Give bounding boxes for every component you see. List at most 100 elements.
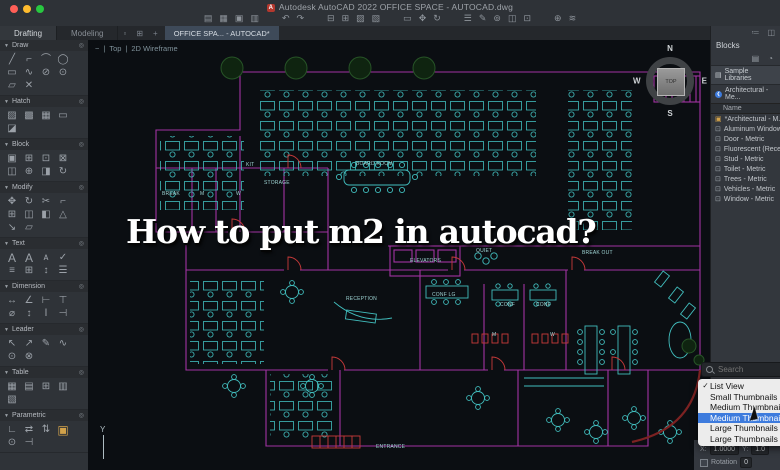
polygon-tool-icon[interactable]: ▱: [8, 80, 16, 91]
rotation-checkbox[interactable]: [700, 458, 708, 467]
collapse-icon[interactable]: ▼: [4, 283, 9, 290]
point-tool-icon[interactable]: ⊙: [58, 67, 68, 78]
rotation-field[interactable]: 0: [740, 457, 752, 468]
edit-block-icon[interactable]: ⊡: [41, 153, 51, 164]
save-icon[interactable]: ▣: [234, 13, 244, 23]
open-file-icon[interactable]: ▦: [219, 13, 228, 23]
diameter-dimension-icon[interactable]: ⌀: [8, 308, 16, 319]
hatch-edit-icon[interactable]: ◪: [7, 123, 17, 134]
block-list-item[interactable]: ⊡ Toilet - Metric: [711, 164, 780, 174]
mirror-tool-icon[interactable]: ◧: [41, 209, 51, 220]
sample-libraries-tab[interactable]: ▤ Sample Libraries: [711, 65, 780, 85]
file-tab-office-space[interactable]: OFFICE SPA... - AUTOCAD*: [164, 26, 279, 40]
trim-tool-icon[interactable]: ✂: [41, 196, 51, 207]
view-selector[interactable]: Top: [109, 44, 122, 53]
blocks-search[interactable]: [701, 362, 780, 377]
ellipse-tool-icon[interactable]: ⊘: [41, 67, 51, 78]
export-table-icon[interactable]: ▧: [7, 394, 17, 405]
lock-icon[interactable]: ▣: [57, 423, 69, 437]
baseline-dimension-icon[interactable]: ⊢: [41, 295, 51, 306]
text-style-icon[interactable]: ᴀ: [43, 252, 49, 263]
properties-icon[interactable]: ☰: [463, 13, 472, 23]
dialog-launcher-icon[interactable]: ◎: [78, 43, 84, 49]
plot-icon[interactable]: ⊞: [341, 13, 350, 23]
scale-tool-icon[interactable]: △: [59, 209, 67, 220]
text-align-icon[interactable]: ≡: [9, 265, 15, 276]
cloud-icon[interactable]: ≋: [568, 13, 577, 23]
viewcube-north[interactable]: N: [667, 44, 673, 53]
copy-tool-icon[interactable]: ◫: [24, 209, 34, 220]
back-icon[interactable]: ❮: [715, 90, 722, 98]
erase-tool-icon[interactable]: ▱: [25, 222, 33, 233]
write-block-icon[interactable]: ⊠: [58, 153, 68, 164]
measure-icon[interactable]: ⊚: [493, 13, 501, 23]
rectangle-tool-icon[interactable]: ▭: [7, 67, 17, 78]
attach-reference-icon[interactable]: ◫: [7, 166, 17, 177]
insert-block-icon[interactable]: ▣: [7, 153, 17, 164]
table-style-icon[interactable]: ▤: [24, 381, 34, 392]
paste-icon[interactable]: ⊡: [523, 13, 532, 23]
share-icon[interactable]: ⊕: [554, 13, 562, 23]
line-tool-icon[interactable]: ╱: [8, 54, 16, 65]
print-icon[interactable]: ⊟: [327, 13, 335, 23]
panel-menu-icon[interactable]: ◫: [767, 28, 775, 37]
filter-icon[interactable]: ≔: [751, 28, 760, 37]
field-icon[interactable]: ⊞: [24, 265, 34, 276]
new-drawing-tab-button[interactable]: +: [153, 28, 158, 38]
drawing-canvas[interactable]: − | Top | 2D Wireframe: [88, 40, 710, 470]
circle-tool-icon[interactable]: ◯: [57, 54, 69, 65]
block-list-item[interactable]: ⊡ Stud - Metric: [711, 154, 780, 164]
dialog-launcher-icon[interactable]: ◎: [78, 370, 84, 376]
spell-check-icon[interactable]: ✓: [58, 252, 68, 263]
leader-edit-icon[interactable]: ✎: [41, 338, 51, 349]
vertical-dimension-icon[interactable]: ↕: [26, 308, 32, 319]
dialog-launcher-icon[interactable]: ◎: [78, 413, 84, 419]
horizontal-constraint-icon[interactable]: ⇄: [24, 424, 34, 435]
zoom-window-icon[interactable]: [36, 5, 44, 13]
stretch-tool-icon[interactable]: ↘: [7, 222, 17, 233]
attribute-icon[interactable]: ◨: [41, 166, 51, 177]
publish-icon[interactable]: ▨: [356, 13, 365, 23]
viewcube-top-face[interactable]: TOP: [657, 68, 685, 96]
dialog-launcher-icon[interactable]: ◎: [78, 241, 84, 247]
libraries-icon[interactable]: ▤: [751, 54, 760, 63]
add-leader-icon[interactable]: ↗: [24, 338, 34, 349]
view-menu-item[interactable]: Medium Thumbnails: [698, 402, 780, 413]
move-tool-icon[interactable]: ✥: [7, 196, 17, 207]
current-library-row[interactable]: ❮ Architectural - Me...: [711, 85, 780, 103]
copy-clip-icon[interactable]: ◫: [507, 13, 517, 23]
layout-icon[interactable]: ▭: [403, 13, 412, 23]
undo-icon[interactable]: ↶: [281, 13, 290, 23]
set-base-point-icon[interactable]: ⊕: [24, 166, 34, 177]
file-tabs-grid-icon[interactable]: ⊞: [136, 28, 144, 38]
spline-tool-icon[interactable]: ∿: [24, 67, 34, 78]
collapse-icon[interactable]: ▼: [4, 369, 9, 376]
dialog-launcher-icon[interactable]: ◎: [78, 327, 84, 333]
angular-dimension-icon[interactable]: ∠: [24, 295, 34, 306]
viewcube-ring[interactable]: [646, 57, 694, 105]
xline-tool-icon[interactable]: ✕: [24, 80, 34, 91]
scale-text-icon[interactable]: ↕: [43, 265, 49, 276]
block-list-item[interactable]: ⊡ Aluminum Window...: [711, 124, 780, 134]
table-icon[interactable]: ▦: [7, 381, 17, 392]
create-block-icon[interactable]: ⊞: [24, 153, 34, 164]
recent-icon[interactable]: ◔: [768, 54, 773, 63]
export-icon[interactable]: ▧: [371, 13, 381, 23]
data-link-icon[interactable]: ▥: [58, 381, 68, 392]
new-file-icon[interactable]: ▤: [203, 13, 213, 23]
block-list-item[interactable]: ▣ *Architectural - M...: [711, 114, 780, 124]
sync-attributes-icon[interactable]: ↻: [58, 166, 68, 177]
search-input[interactable]: [716, 364, 772, 375]
dialog-launcher-icon[interactable]: ◎: [78, 142, 84, 148]
tab-drafting[interactable]: Drafting: [0, 26, 58, 40]
block-list-item[interactable]: ⊡ Fluorescent (Rece...: [711, 144, 780, 154]
array-tool-icon[interactable]: ⊞: [7, 209, 17, 220]
collapse-icon[interactable]: ▼: [4, 412, 9, 419]
viewport-menu-icon[interactable]: −: [95, 44, 100, 53]
block-list-item[interactable]: ⊡ Vehicles - Metric: [711, 184, 780, 194]
dialog-launcher-icon[interactable]: ◎: [78, 185, 84, 191]
block-list-item[interactable]: ⊡ Trees - Metric: [711, 174, 780, 184]
multileader-icon[interactable]: ↖: [7, 338, 17, 349]
close-window-icon[interactable]: [10, 5, 18, 13]
view-menu-item[interactable]: ✓ List View: [698, 381, 780, 392]
